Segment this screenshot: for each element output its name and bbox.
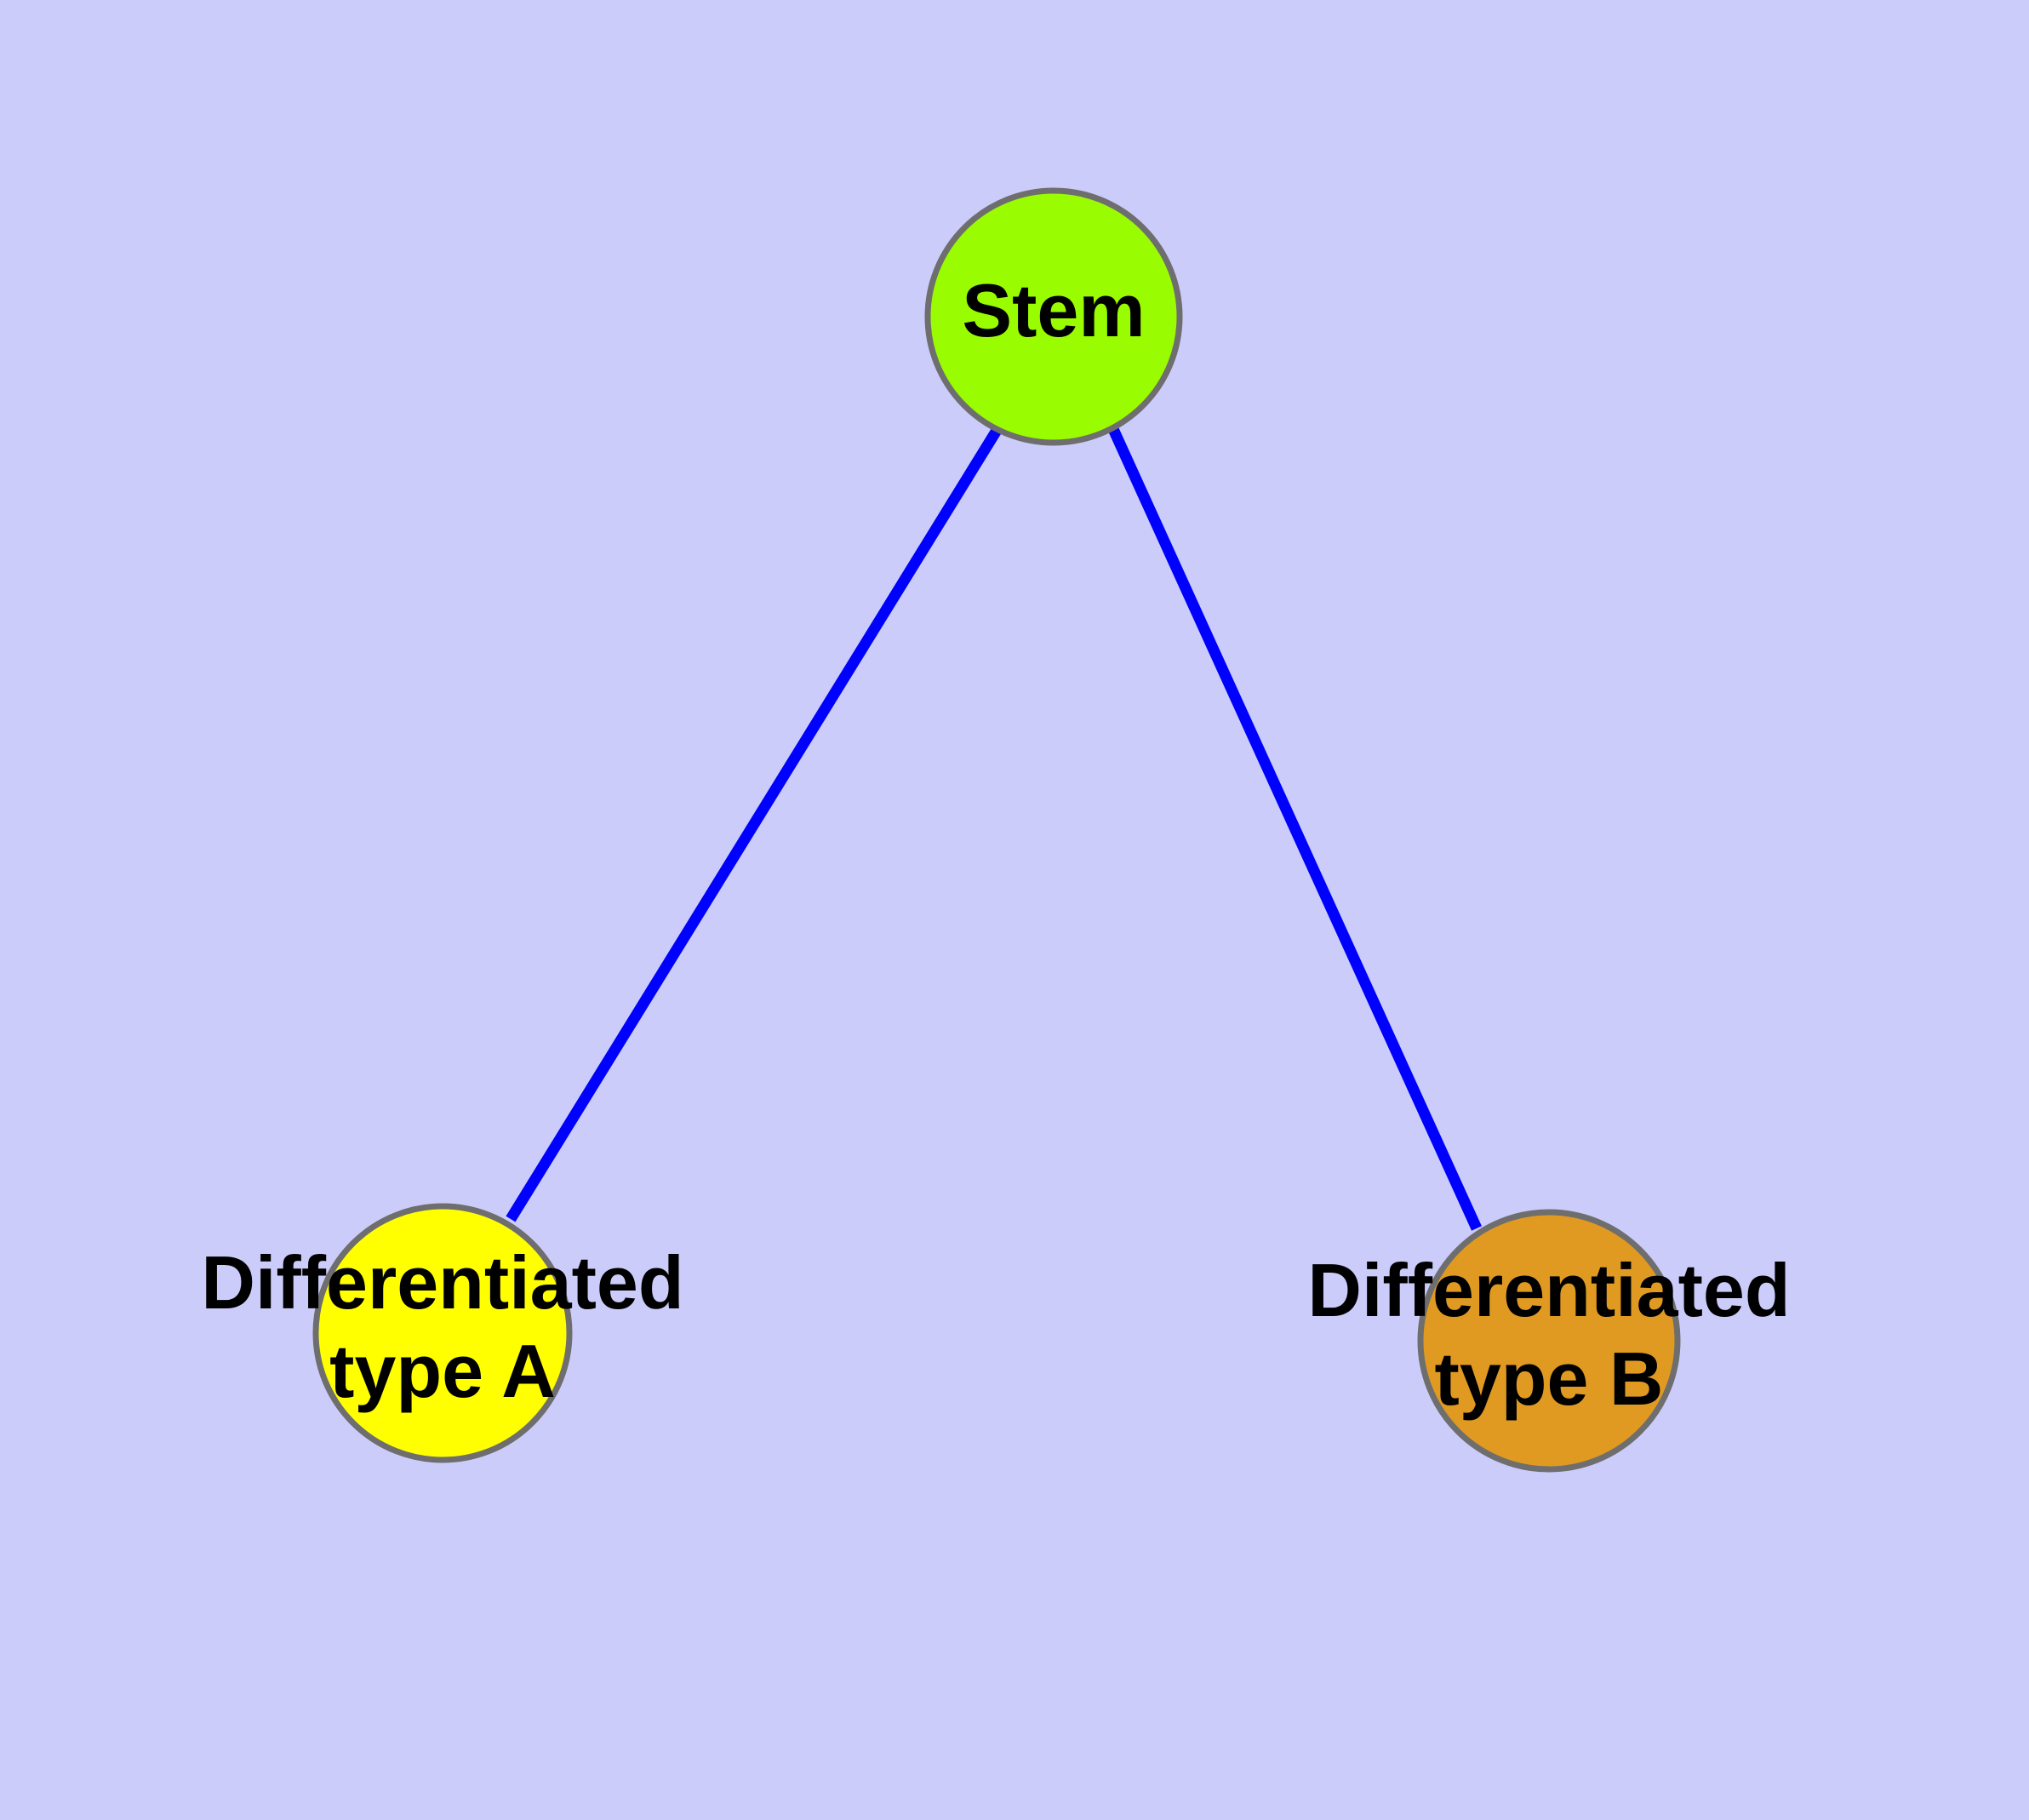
node-label-line: Differentiated bbox=[201, 1240, 683, 1325]
node-differentiated-type-b[interactable] bbox=[1417, 1209, 1681, 1473]
node-stem[interactable] bbox=[924, 187, 1183, 446]
node-differentiated-type-a[interactable] bbox=[312, 1203, 573, 1463]
nodes-group bbox=[312, 187, 1681, 1473]
node-label-line: Stem bbox=[962, 268, 1145, 352]
node-label-line: type A bbox=[329, 1329, 556, 1413]
node-label-stem: Stem bbox=[962, 268, 1145, 352]
edges-group bbox=[506, 426, 1482, 1231]
node-label-line: type B bbox=[1435, 1336, 1664, 1421]
node-label-line: Differentiated bbox=[1307, 1248, 1790, 1332]
edge-stem-to-differentiated-type-a bbox=[506, 426, 1003, 1222]
edge-stem-to-differentiated-type-b bbox=[1108, 426, 1482, 1231]
